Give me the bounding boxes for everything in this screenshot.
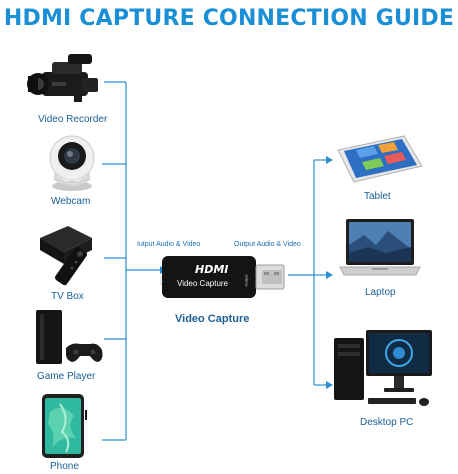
output-label-desktop-pc: Desktop PC xyxy=(360,417,414,428)
game-console-icon xyxy=(36,310,103,364)
capture-card-icon xyxy=(162,256,285,298)
output-label-laptop: Laptop xyxy=(365,287,396,298)
input-label-tv-box: TV Box xyxy=(51,291,84,302)
input-label-video-recorder: Video Recorder xyxy=(38,114,108,125)
webcam-icon xyxy=(49,135,95,191)
capture-brand-text: HDMI xyxy=(195,263,229,276)
input-label-game-player: Game Player xyxy=(37,371,96,382)
laptop-device xyxy=(338,217,422,281)
video-recorder-device xyxy=(22,52,104,110)
tv-box-icon xyxy=(40,226,92,286)
page-title: HDMI CAPTURE CONNECTION GUIDE xyxy=(3,6,455,31)
tablet-device xyxy=(334,132,426,186)
input-label-webcam: Webcam xyxy=(51,196,91,207)
phone-icon xyxy=(42,394,87,458)
capture-side-out: Output xyxy=(243,274,249,287)
tv-box-device xyxy=(34,216,106,286)
laptop-icon xyxy=(339,219,421,276)
input-label-phone: Phone xyxy=(50,461,79,472)
output-label-tablet: Tablet xyxy=(364,191,391,202)
desktop-pc-icon xyxy=(334,330,432,406)
tablet-icon xyxy=(337,135,423,183)
output-note: Output Audio & Video xyxy=(234,241,301,248)
desktop-pc-device xyxy=(330,326,436,412)
capture-side-in: Input xyxy=(157,276,163,285)
capture-label: Video Capture xyxy=(175,313,250,325)
game-player-device xyxy=(32,308,106,368)
video-recorder-icon xyxy=(27,54,98,102)
capture-device xyxy=(162,256,290,300)
input-note: Iutput Audio & Video xyxy=(137,241,201,248)
capture-device-text: Video Capture xyxy=(177,279,228,288)
webcam-device xyxy=(44,132,100,192)
phone-device xyxy=(38,392,96,458)
